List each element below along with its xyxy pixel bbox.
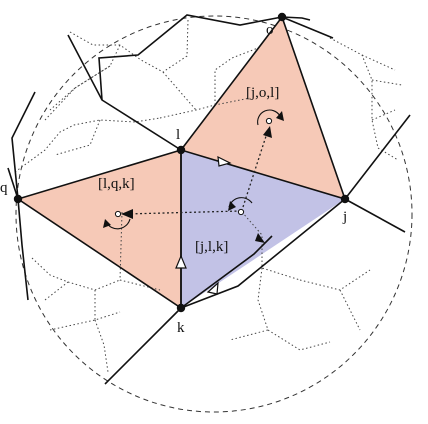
triangle-lqk (18, 150, 181, 308)
vertices (13, 12, 350, 313)
arrow-edge-k-j (206, 281, 219, 295)
vertex-label-l: l (176, 127, 180, 143)
triangle-jol (181, 17, 345, 199)
edge-direction-arrows (175, 155, 232, 295)
solid-outer-edges (7, 14, 411, 385)
triangle-jlk (181, 150, 345, 308)
arrowhead-to-lqk (121, 209, 133, 219)
vertex-label-j: j (342, 209, 347, 225)
vertex-j (340, 194, 350, 204)
center-marker-jlk (228, 197, 265, 243)
vertex-k (176, 303, 186, 313)
triangle-edges (16, 15, 347, 310)
dual-arrows (125, 129, 269, 215)
arrow-edge-l-j (217, 155, 232, 167)
arrow-edge-k-l (175, 254, 187, 269)
vertex-label-o: o (266, 22, 274, 38)
center-marker-jol (257, 109, 284, 126)
center-marker-lqk (103, 210, 131, 230)
triangle-label-lqk: [l,q,k] (98, 176, 135, 192)
arrowhead-to-jol (263, 126, 272, 138)
dotted-dual-cells (14, 19, 403, 373)
dashed-boundary-circle (15, 15, 413, 413)
dual-arrowheads (121, 126, 272, 219)
vertex-q (13, 194, 23, 204)
triangle-label-jlk: [j,l,k] (195, 239, 228, 255)
vertex-label-q: q (0, 180, 8, 196)
triangle-label-jol: [j,o,l] (246, 85, 279, 101)
vertex-l (176, 145, 186, 155)
vertex-o (277, 12, 287, 22)
vertex-label-k: k (177, 320, 185, 336)
arrowhead-jlk-small (255, 233, 265, 243)
